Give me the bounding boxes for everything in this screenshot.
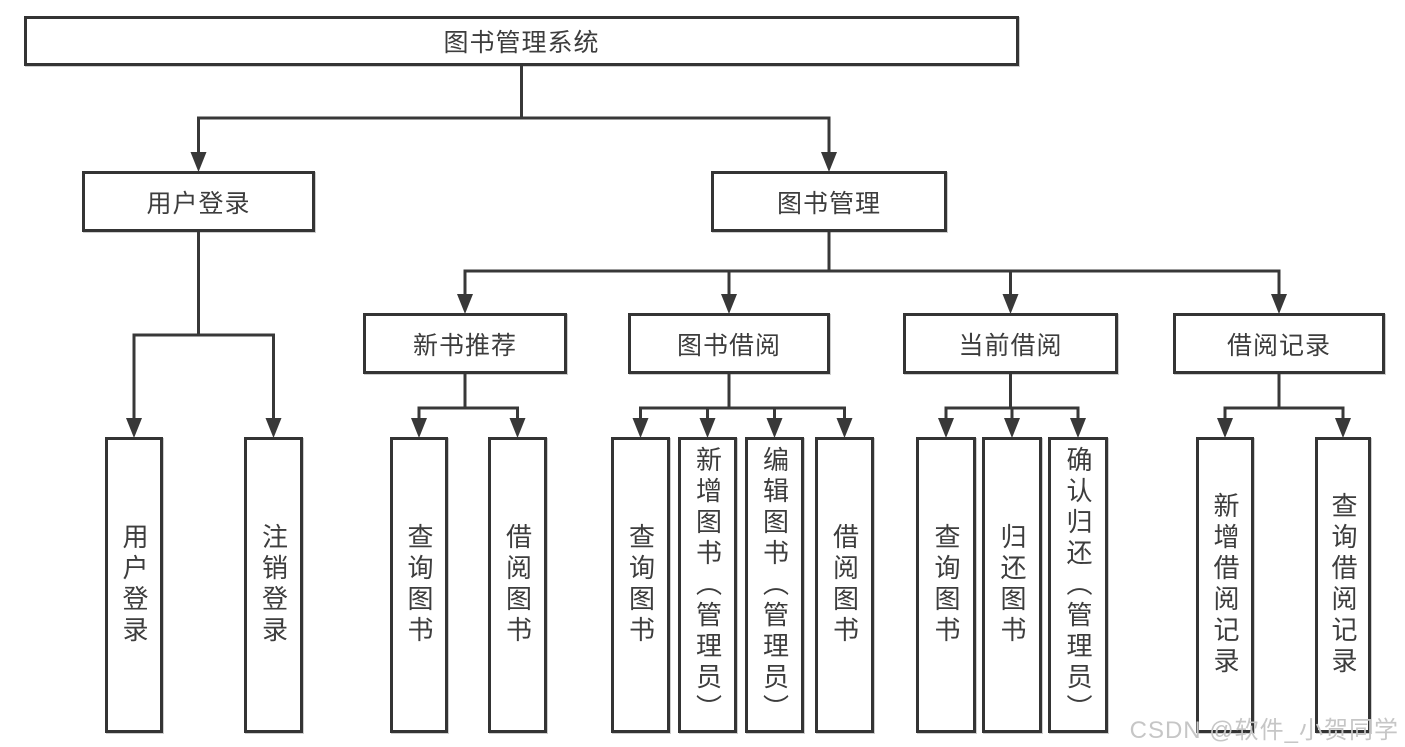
node-book-management-branch: 图书管理	[711, 171, 947, 232]
node-label: 归还图书	[997, 523, 1027, 647]
node-leaf-add-books-admin: 新增图书（管理员）	[678, 437, 737, 733]
node-label: 查询图书	[931, 523, 961, 647]
node-leaf-borrow-books: 借阅图书	[815, 437, 874, 733]
node-leaf-add-borrow-record: 新增借阅记录	[1196, 437, 1254, 733]
node-borrowing-records: 借阅记录	[1173, 313, 1385, 374]
node-label: 查询图书	[625, 523, 656, 647]
node-new-book-recommendation: 新书推荐	[363, 313, 567, 374]
node-leaf-confirm-return-admin: 确认归还（管理员）	[1048, 437, 1108, 733]
node-label: 新书推荐	[412, 331, 517, 360]
node-label: 编辑图书（管理员）	[759, 445, 790, 725]
node-leaf-query-borrow-record: 查询借阅记录	[1315, 437, 1371, 733]
node-label: 图书管理系统	[443, 29, 600, 57]
node-leaf-edit-books-admin: 编辑图书（管理员）	[745, 437, 804, 733]
node-leaf-borrow-books-rec: 借阅图书	[488, 437, 547, 733]
node-label: 用户登录	[146, 189, 251, 218]
node-label: 借阅图书	[502, 523, 533, 647]
node-current-borrowing: 当前借阅	[903, 313, 1118, 374]
node-label: 确认归还（管理员）	[1063, 445, 1093, 725]
node-leaf-query-books-rec: 查询图书	[390, 437, 448, 733]
node-label: 查询借阅记录	[1328, 492, 1358, 678]
node-label: 当前借阅	[958, 331, 1063, 360]
node-book-management-system: 图书管理系统	[24, 16, 1019, 66]
csdn-watermark: CSDN @软件_小贺同学	[1129, 717, 1399, 744]
node-label: 新增图书（管理员）	[692, 445, 723, 725]
node-label: 借阅记录	[1226, 331, 1331, 360]
node-leaf-user-login: 用户登录	[105, 437, 163, 733]
node-book-borrowing: 图书借阅	[628, 313, 830, 374]
node-leaf-query-books-current: 查询图书	[916, 437, 976, 733]
node-label: 借阅图书	[829, 523, 860, 647]
node-label: 注销登录	[258, 523, 289, 647]
node-label: 图书借阅	[676, 331, 781, 360]
node-label: 图书管理	[776, 189, 881, 218]
node-label: 用户登录	[119, 523, 149, 647]
node-leaf-return-books: 归还图书	[982, 437, 1042, 733]
node-label: 新增借阅记录	[1210, 492, 1240, 678]
node-label: 查询图书	[404, 523, 434, 647]
node-leaf-query-books-borrow: 查询图书	[611, 437, 670, 733]
node-leaf-logout: 注销登录	[244, 437, 303, 733]
node-user-login-branch: 用户登录	[82, 171, 315, 232]
